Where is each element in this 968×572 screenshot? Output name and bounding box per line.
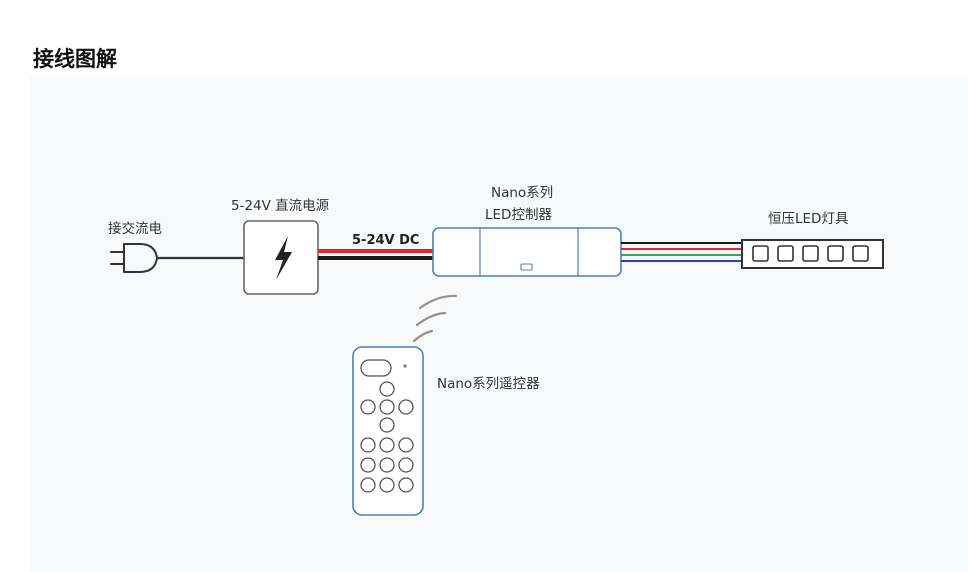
- led-chip: [852, 245, 869, 262]
- lightning-bolt-icon: [275, 236, 292, 280]
- led-chip: [777, 245, 794, 262]
- wiring-diagram-panel: [30, 76, 968, 572]
- remote-button: [398, 437, 414, 453]
- remote-button: [379, 437, 395, 453]
- controller-button: [520, 263, 533, 271]
- page-title: 接线图解: [33, 47, 117, 71]
- led-chip: [752, 245, 769, 262]
- remote-button: [379, 417, 395, 433]
- remote-button: [379, 381, 395, 397]
- plug-icon: [110, 243, 158, 273]
- ac-power-label: 接交流电: [108, 220, 162, 237]
- led-chip: [802, 245, 819, 262]
- remote-button: [398, 477, 414, 493]
- led-chips: [752, 245, 869, 262]
- remote-button: [379, 477, 395, 493]
- remote-button: [398, 399, 414, 415]
- dc-voltage-label: 5-24V DC: [352, 233, 419, 248]
- remote-button: [360, 437, 376, 453]
- power-supply-label: 5-24V 直流电源: [231, 198, 330, 214]
- remote-label: Nano系列遥控器: [437, 376, 540, 392]
- controller-label-line2: LED控制器: [485, 207, 552, 223]
- remote-indicator-dot: [403, 364, 407, 368]
- controller-label-line1: Nano系列: [491, 185, 553, 201]
- remote-button: [398, 457, 414, 473]
- remote-button: [360, 399, 376, 415]
- led-strip-label: 恒压LED灯具: [768, 211, 848, 227]
- remote-button: [379, 457, 395, 473]
- remote-button: [360, 457, 376, 473]
- remote-buttons: [360, 359, 414, 493]
- remote-button: [379, 399, 395, 415]
- wireless-signal-icon: [412, 294, 458, 343]
- remote-button: [360, 477, 376, 493]
- remote-power-button: [360, 359, 392, 377]
- led-chip: [827, 245, 844, 262]
